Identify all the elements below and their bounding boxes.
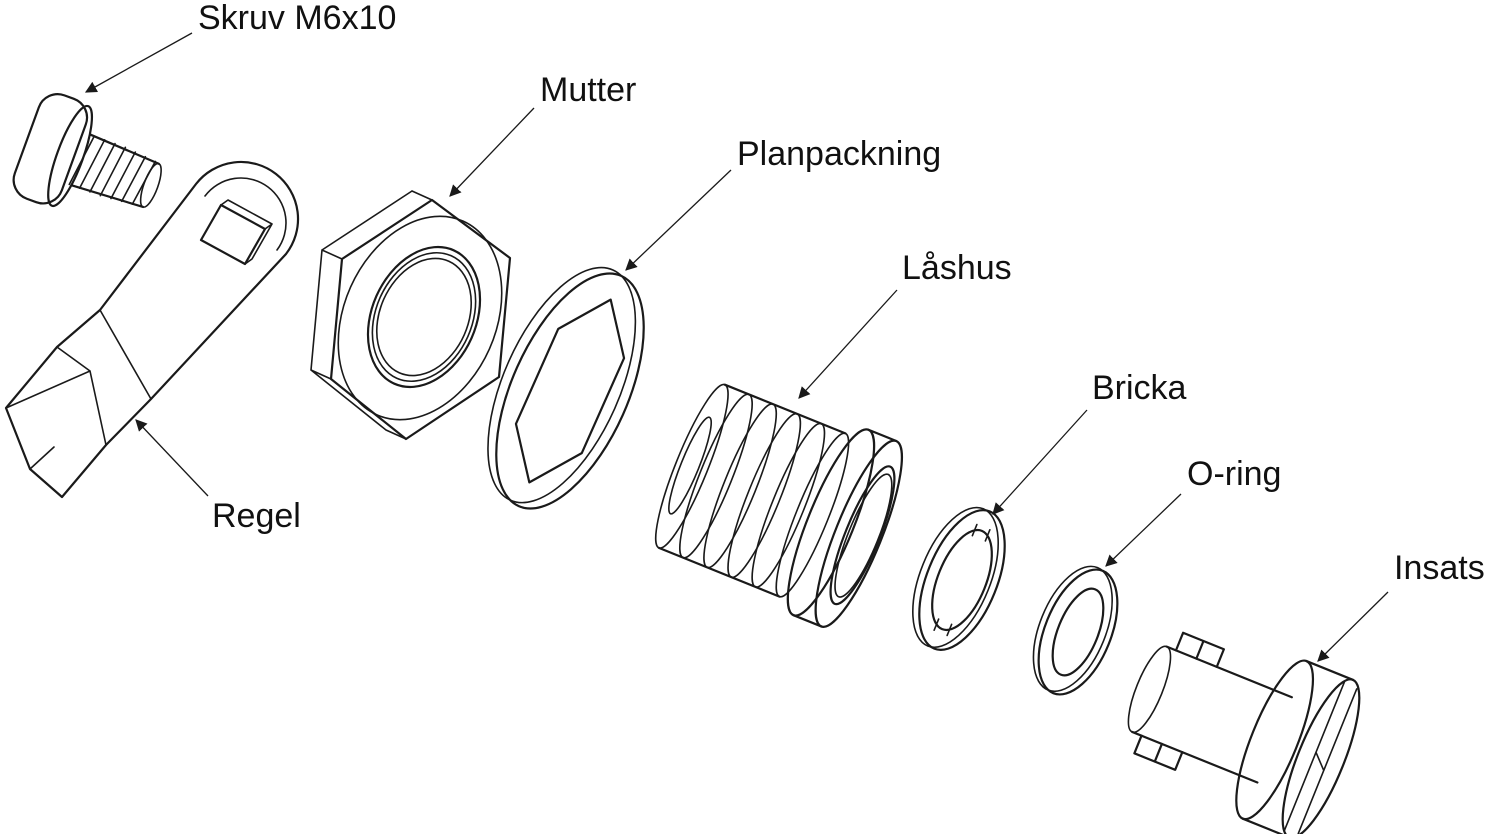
leader-lines <box>84 32 1389 662</box>
leader-mutter <box>449 107 535 197</box>
insert-drawing <box>1127 631 1361 834</box>
leader-bricka <box>992 409 1088 515</box>
label-oring: O-ring <box>1187 455 1282 493</box>
label-lashus: Låshus <box>902 249 1012 287</box>
label-mutter: Mutter <box>540 71 637 109</box>
washer-drawing <box>912 506 1006 651</box>
leader-lashus <box>798 289 898 399</box>
gasket-drawing <box>487 266 645 510</box>
label-regel: Regel <box>212 497 301 535</box>
leader-oring <box>1105 493 1182 567</box>
leader-regel <box>135 419 209 497</box>
leader-insats <box>1317 591 1389 662</box>
leader-planpackning <box>625 169 732 271</box>
cam-latch-drawing <box>4 160 300 499</box>
label-planpackning: Planpackning <box>737 135 942 173</box>
label-insats: Insats <box>1394 549 1485 587</box>
leader-skruv <box>84 32 193 93</box>
o-ring-drawing <box>1032 565 1119 696</box>
label-skruv-m6x10: Skruv M6x10 <box>198 0 397 37</box>
nut-drawing <box>310 190 512 441</box>
label-bricka: Bricka <box>1092 369 1187 407</box>
lock-housing-drawing <box>654 383 903 628</box>
screw-drawing <box>12 93 162 209</box>
